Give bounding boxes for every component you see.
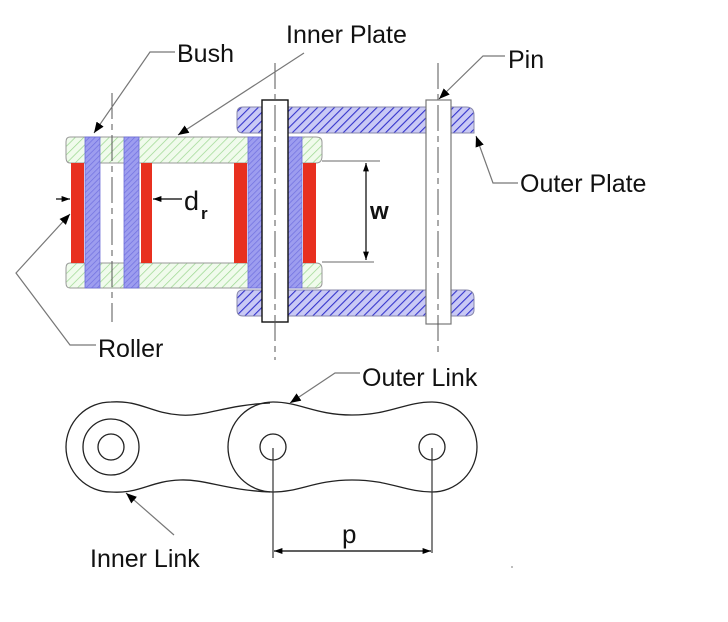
roller-section — [303, 163, 316, 263]
roller-diameter-dimension: d r — [56, 186, 208, 223]
section-view: w d r — [15, 51, 518, 360]
roller-diameter-symbol: d — [184, 186, 199, 216]
label-roller: Roller — [98, 335, 163, 363]
roller-circle-outer — [82, 418, 140, 476]
pitch-dimension: p — [272, 448, 433, 558]
outer-plate-bottom — [236, 289, 475, 317]
width-symbol: w — [369, 198, 389, 225]
label-pin: Pin — [508, 46, 544, 74]
side-view: p — [65, 372, 513, 568]
roller-section — [234, 163, 247, 263]
pitch-symbol: p — [342, 519, 356, 549]
label-outer-link: Outer Link — [362, 364, 478, 392]
bush-section — [84, 136, 101, 289]
outer-plate-top — [236, 106, 475, 134]
bush-section — [287, 136, 303, 289]
roller-section — [141, 163, 152, 263]
outer-plate-leader — [475, 135, 518, 184]
label-outer-plate: Outer Plate — [520, 170, 646, 198]
inner-plate-leader — [177, 52, 305, 136]
width-dimension: w — [322, 160, 389, 263]
pin-leader — [438, 55, 505, 100]
inner-link-outline — [65, 401, 271, 493]
stray-dot — [511, 566, 513, 568]
label-inner-plate: Inner Plate — [286, 21, 407, 49]
label-bush: Bush — [177, 40, 234, 68]
label-inner-link: Inner Link — [90, 545, 200, 573]
bush-leader — [93, 51, 175, 134]
inner-link-leader — [125, 492, 175, 536]
roller-leader — [15, 213, 96, 346]
bush-circle-inner — [97, 433, 125, 461]
bush-section — [123, 136, 140, 289]
roller-diameter-subscript: r — [201, 204, 208, 223]
roller-section — [71, 163, 84, 263]
outer-link-outline — [227, 401, 478, 493]
bush-section — [247, 136, 263, 289]
outer-link-leader — [289, 372, 360, 404]
